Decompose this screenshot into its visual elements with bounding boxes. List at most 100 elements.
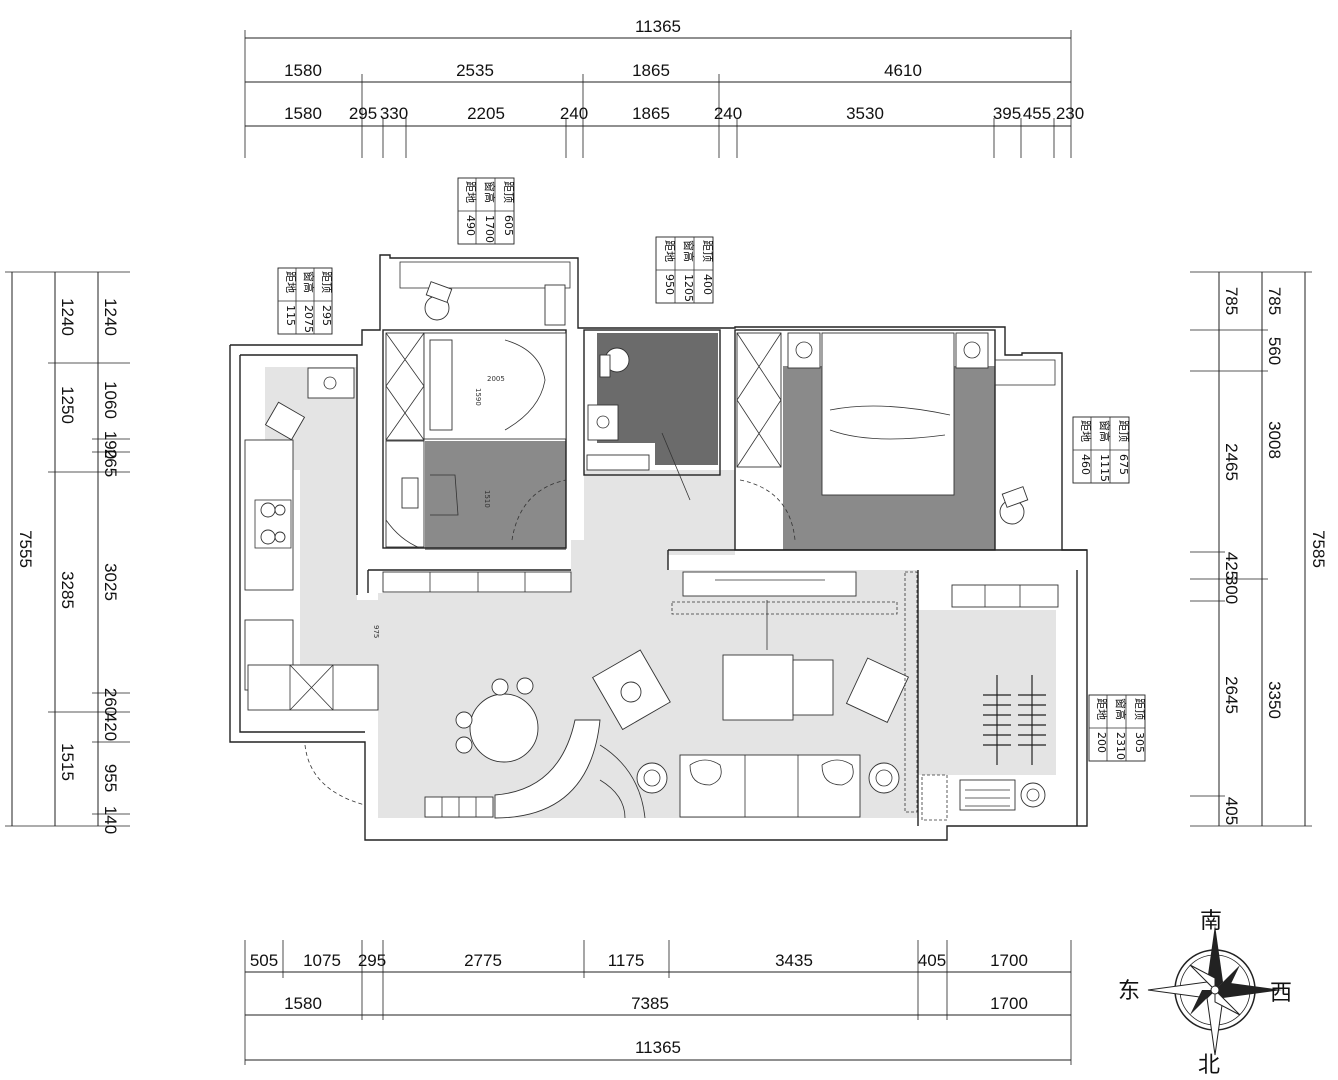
right-row1-dim: 3350 [1265,681,1284,719]
bottom-total-dim: 11365 [635,1038,681,1057]
right-row2-dim: 425 [1222,552,1241,580]
left-dimensions: 7555 1240 1250 3285 1515 1240 1060 190 2… [5,271,130,834]
left-row1-dim: 1240 [58,298,77,336]
bottom-row1-dim: 295 [358,951,386,970]
top-row2-dim: 455 [1023,104,1051,123]
top-row2-dim: 230 [1056,104,1084,123]
top-row2-dim: 330 [380,104,408,123]
window-label: 距顶 [701,240,714,262]
right-row2-dim: 405 [1222,797,1241,825]
window-value: 2310 [1114,732,1127,760]
left-row2-dim: 420 [101,713,120,741]
bottom-row1-dim: 505 [250,951,278,970]
top-row2-dim: 3530 [846,104,884,123]
left-row1-dim: 1515 [58,743,77,781]
top-row1-dim: 4610 [884,61,922,80]
top-row1-dim: 1865 [632,61,670,80]
left-total-dim: 7555 [16,530,35,568]
left-row1-dim: 1250 [58,386,77,424]
compass-east-label: 东 [1118,979,1140,1004]
window-value: 1205 [682,274,695,302]
right-row2-dim: 2645 [1222,676,1241,714]
bottom-row1-dim: 405 [918,951,946,970]
right-row1-dim: 3008 [1265,421,1284,459]
bed-width-label: 1590 [474,388,482,406]
bottom-dimensions: 505 1075 295 2775 1175 3435 405 1700 158… [244,940,1072,1065]
left-row2-dim: 955 [101,764,120,792]
top-row2-dim: 240 [560,104,588,123]
left-row2-dim: 1240 [101,298,120,336]
compass: 南 西 东 北 [1118,909,1292,1078]
bottom-row2-dim: 1580 [284,994,322,1013]
study-dim-label: 1510 [483,490,491,508]
right-row2-dim: 785 [1222,287,1241,315]
window-value: 305 [1133,732,1146,753]
bottom-row1-dim: 1175 [608,951,645,970]
bottom-row2-dim: 7385 [631,994,669,1013]
window-label: 距顶 [502,181,515,203]
window-table-balcony: 距顶 窗高 距地 305 2310 200 [1088,694,1146,762]
bed-length-label: 2005 [487,375,505,383]
top-row1-dim: 2535 [456,61,494,80]
window-table-master: 距顶 窗高 距地 675 1115 460 [1072,416,1130,484]
window-table-bedroom2: 距顶 窗高 距地 605 1700 490 [457,177,515,245]
top-row2-dim: 1865 [632,104,670,123]
bottom-row1-dim: 1075 [303,951,341,970]
right-row1-dim: 560 [1265,337,1284,365]
window-value: 675 [1117,454,1130,475]
walls [229,254,1088,841]
top-row2-dim: 1580 [284,104,322,123]
left-row2-dim: 1060 [101,381,120,419]
window-label: 窗高 [302,271,316,293]
window-label: 距地 [663,240,676,262]
top-row2-dim: 395 [993,104,1021,123]
right-row1-dim: 785 [1265,287,1284,315]
window-label: 距地 [464,181,477,203]
hall-dim-label: 975 [372,625,380,638]
window-value: 115 [284,305,297,326]
left-row2-dim: 3025 [101,563,120,601]
left-row2-dim: 140 [101,806,120,834]
bottom-row1-dim: 1700 [990,951,1028,970]
top-row2-dim: 2205 [467,104,505,123]
window-label: 距地 [1079,420,1092,442]
window-label: 窗高 [1098,420,1112,442]
left-row2-dim: 265 [101,449,120,477]
compass-south-label: 南 [1200,909,1222,934]
top-dimensions: 11365 1580 2535 1865 4610 1580 295 330 2… [244,17,1084,158]
right-dimensions: 7585 785 560 3008 3350 785 2465 425 300 … [1190,271,1328,827]
window-value: 2075 [302,305,315,333]
window-label: 距地 [1095,698,1108,720]
window-value: 200 [1095,732,1108,753]
top-row1-dim: 1580 [284,61,322,80]
master-bed [821,332,955,496]
top-total-dim: 11365 [635,17,681,36]
window-label: 窗高 [682,240,696,262]
top-row2-dim: 295 [349,104,377,123]
top-row2-dim: 240 [714,104,742,123]
window-value: 605 [502,215,515,236]
window-value: 1115 [1098,454,1111,482]
furniture: 1590 2005 1510 [244,261,1059,821]
window-value: 1700 [483,215,496,243]
window-label: 距顶 [1117,420,1130,442]
window-table-kitchen: 距顶 窗高 距地 295 2075 115 [277,267,333,335]
window-label: 距顶 [320,271,333,293]
compass-west-label: 西 [1270,981,1292,1006]
window-value: 400 [701,274,714,295]
window-value: 950 [663,274,676,295]
right-row2-dim: 2465 [1222,443,1241,481]
window-label: 距地 [284,271,297,293]
window-value: 295 [320,305,333,326]
window-label: 距顶 [1133,698,1146,720]
left-row1-dim: 3285 [58,571,77,609]
bottom-row1-dim: 2775 [464,951,502,970]
window-table-bathroom: 距顶 窗高 距地 400 1205 950 [655,236,714,304]
left-row2-dim: 190 [101,431,120,459]
bottom-row2-dim: 1700 [990,994,1028,1013]
right-row2-dim: 300 [1222,576,1241,604]
right-total-dim: 7585 [1309,530,1328,568]
window-label: 窗高 [1114,698,1128,720]
bottom-row1-dim: 3435 [775,951,813,970]
